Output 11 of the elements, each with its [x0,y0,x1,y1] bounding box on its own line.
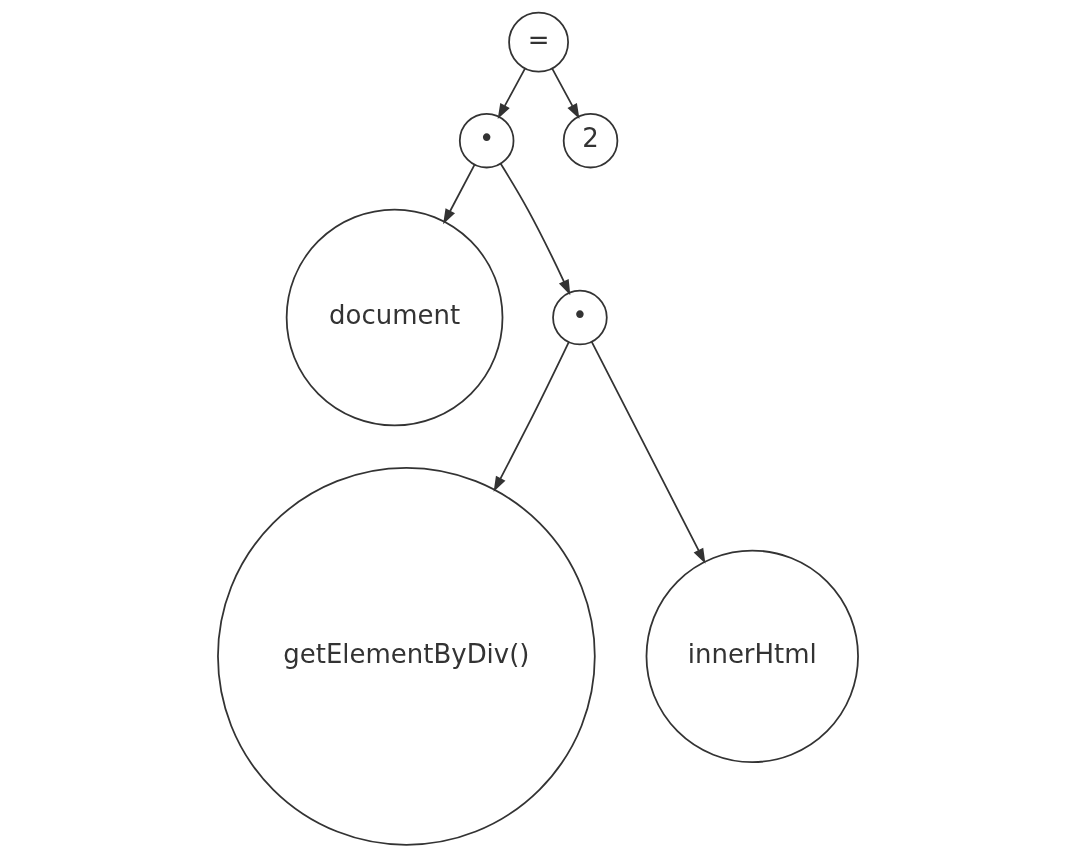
arrow [493,341,570,492]
node-circle: = [508,11,569,73]
node-circle: • [552,289,608,346]
arrow [497,67,526,120]
node-circle: • [458,112,515,169]
arrow [499,162,571,296]
node-circle: 2 [562,112,619,169]
arrow [590,340,706,564]
arrow [443,163,476,225]
arrow [551,67,580,120]
node-circle: getElementByDiv() [217,467,596,846]
